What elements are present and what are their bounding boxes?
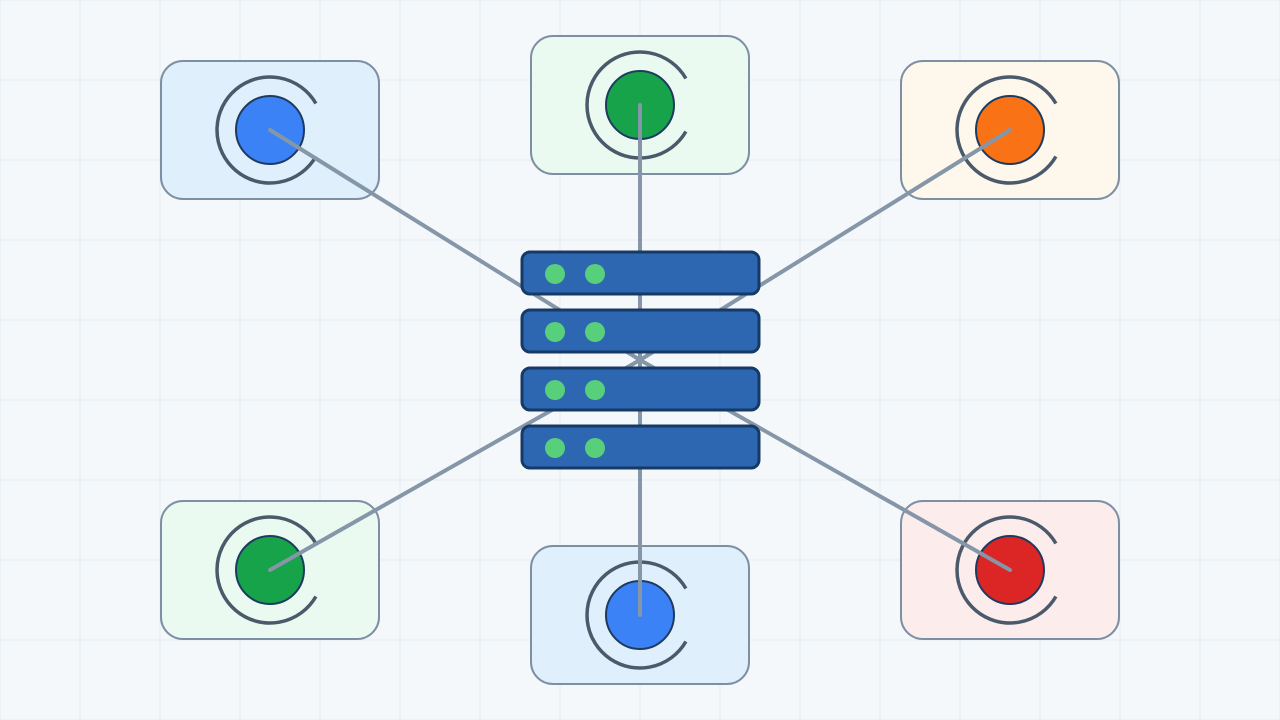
ring-arc [215, 515, 318, 625]
server-unit [520, 424, 761, 470]
status-led [585, 264, 605, 284]
status-led [585, 438, 605, 458]
server-unit-body [520, 424, 761, 470]
status-led [545, 322, 565, 342]
ring-arc [955, 515, 1058, 625]
status-led [585, 380, 605, 400]
client-node-icon [955, 75, 1058, 185]
ring-arc [955, 75, 1058, 185]
ring-arc [585, 50, 688, 160]
server-unit-body [520, 366, 761, 412]
server-unit [520, 250, 761, 296]
status-led [545, 380, 565, 400]
ring-arc [585, 560, 688, 670]
server-unit-body [520, 250, 761, 296]
server-rack-icon [520, 250, 761, 470]
ring-arc [215, 75, 318, 185]
server-unit [520, 308, 761, 354]
server-unit [520, 366, 761, 412]
server-unit-body [520, 308, 761, 354]
status-led [545, 264, 565, 284]
status-led [585, 322, 605, 342]
status-led [545, 438, 565, 458]
